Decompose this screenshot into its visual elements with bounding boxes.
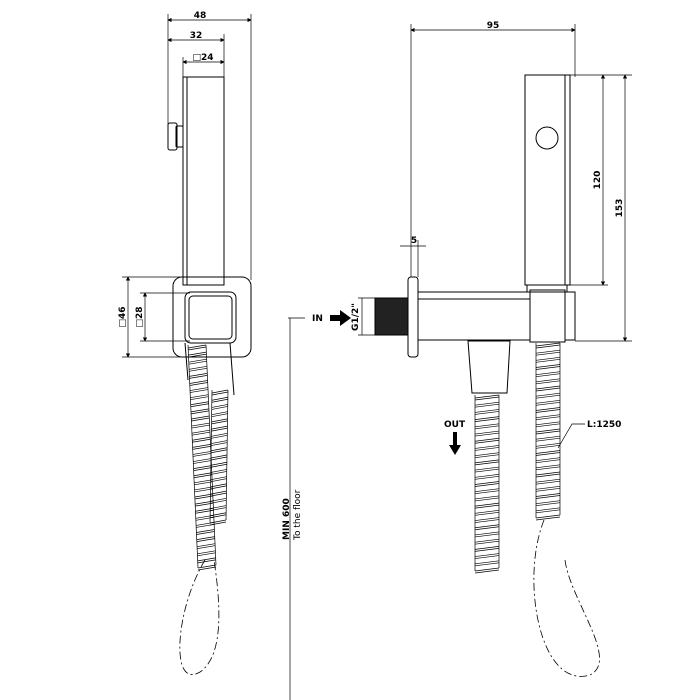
hand-shower-side	[167, 76, 252, 396]
hose-length-label: L:1250	[587, 420, 621, 430]
side-dimensions: 48 32 □24 □46 □28	[118, 11, 252, 358]
outlet-indicator: OUT	[444, 420, 466, 455]
hose-length-callout: L:1250	[557, 420, 621, 449]
dim-120: 120	[593, 171, 603, 190]
dim-24: □24	[192, 53, 213, 63]
dim-46: □46	[118, 306, 128, 327]
outlet-label: OUT	[444, 420, 466, 430]
hand-shower-front	[524, 74, 571, 293]
inlet-label: IN	[312, 314, 323, 324]
hose-loop-side	[179, 559, 220, 675]
hose-loop-front	[533, 519, 600, 677]
dim-48: 48	[194, 11, 207, 21]
dim-95: 95	[487, 21, 500, 31]
hose-front-segment	[187, 344, 217, 571]
handshower-hose	[535, 342, 561, 521]
inlet-arrow-icon	[330, 310, 351, 326]
hose-side	[187, 344, 229, 571]
min-height-indicator: MIN 600 To the floor	[282, 318, 303, 700]
hoses-front	[474, 342, 561, 574]
min-height-label: MIN 600	[282, 498, 292, 540]
dim-32: 32	[190, 31, 203, 41]
inlet-indicator: IN	[288, 310, 351, 326]
dim-28: □28	[135, 306, 145, 327]
side-view: 48 32 □24 □46 □28	[118, 11, 252, 675]
outlet-hose	[474, 394, 500, 574]
dim-5: 5	[411, 236, 417, 246]
floor-label: To the floor	[293, 489, 303, 541]
outlet-arrow-icon	[449, 432, 461, 455]
front-view: 95 5 120 153 G1/2"	[282, 21, 632, 700]
dim-153: 153	[615, 199, 625, 218]
thread-label: G1/2"	[351, 303, 361, 331]
wall-outlet-bracket	[374, 276, 576, 394]
front-dimensions: 95 5 120 153 G1/2"	[351, 21, 632, 342]
hose-back-segment	[209, 389, 229, 526]
